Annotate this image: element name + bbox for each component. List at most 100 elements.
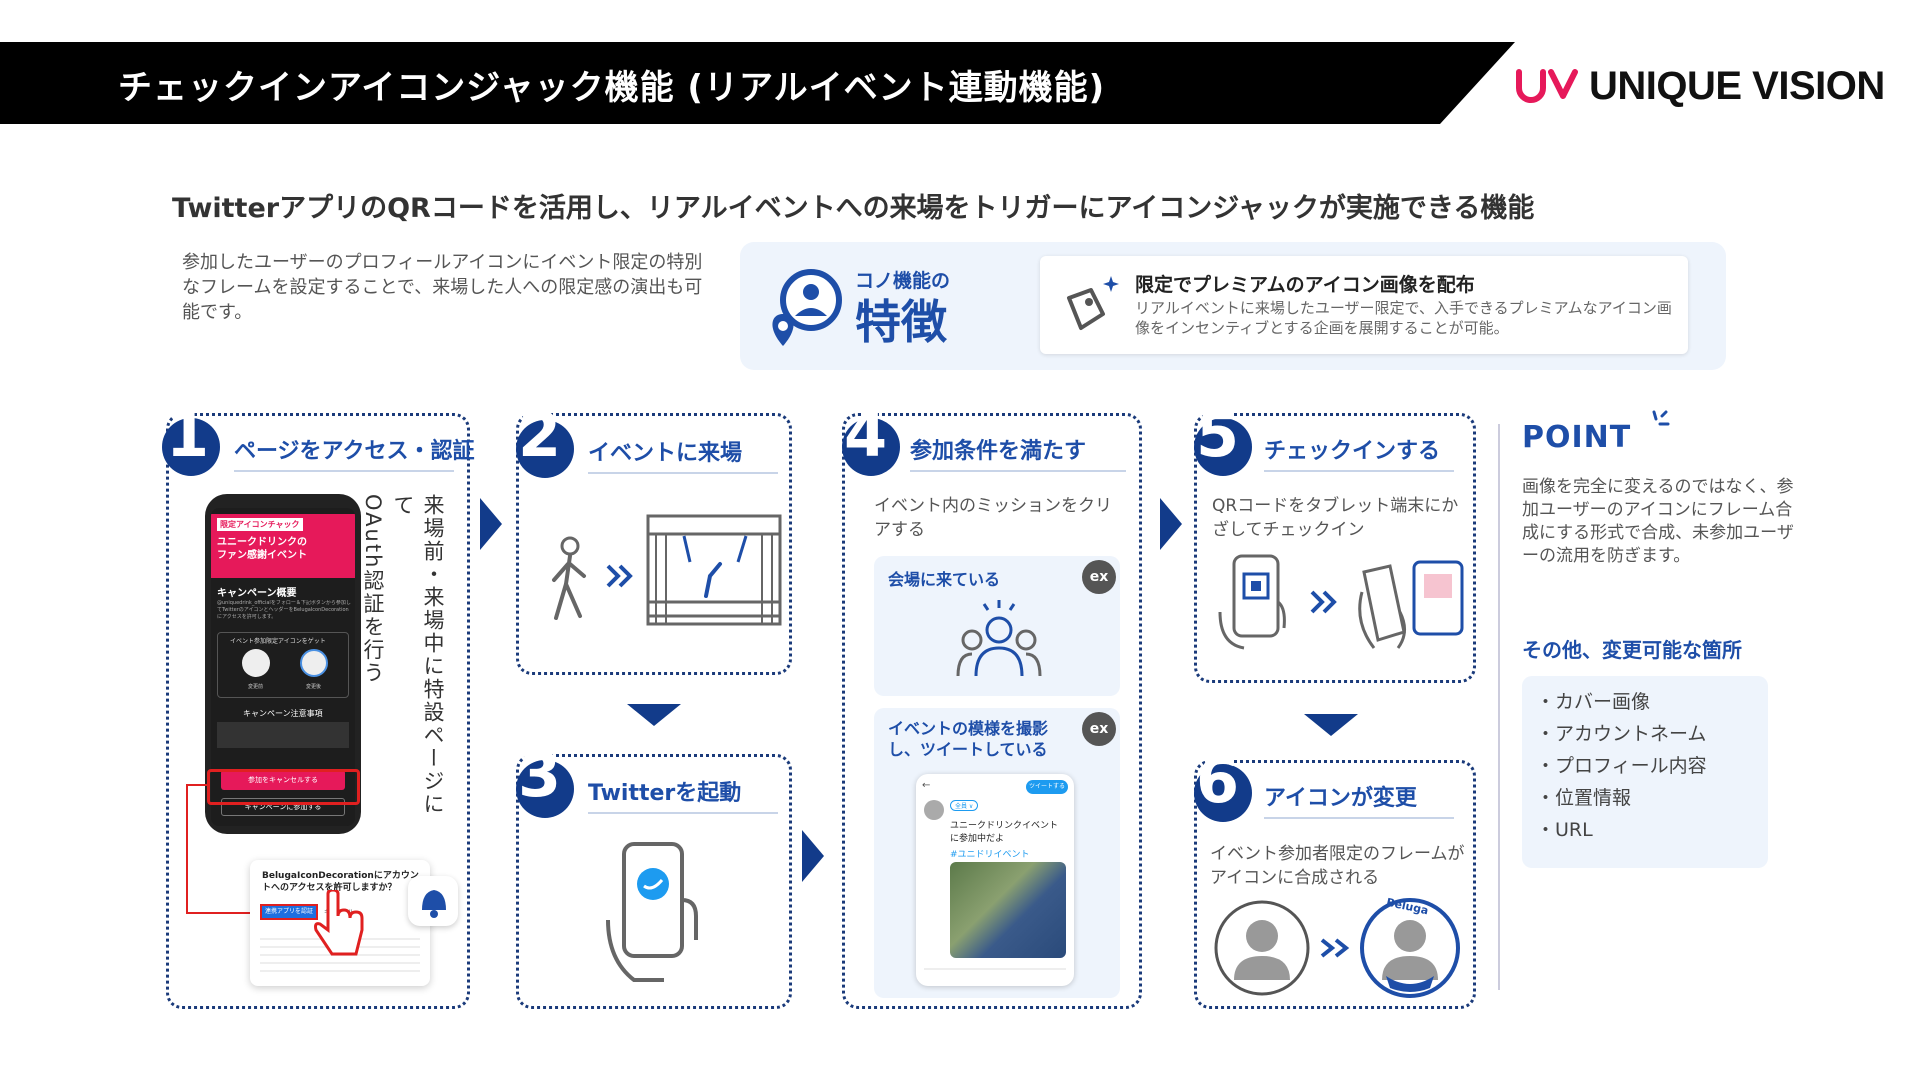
location-person-icon — [772, 269, 842, 346]
subtitle: TwitterアプリのQRコードを活用し、リアルイベントへの来場をトリガーにアイ… — [172, 193, 1535, 224]
phone-tag: 限定アイコンチャック — [217, 518, 303, 531]
mission1-label: 会場に来ている — [888, 570, 1001, 589]
others-item: ・URL — [1536, 819, 1593, 841]
step5-underline — [1264, 470, 1454, 472]
qr-checkin-icon — [1218, 554, 1464, 650]
oauth-dialog-title: BelugaIconDecorationにアカウントへのアクセスを許可しますか？ — [262, 871, 419, 893]
tag-sparkle-icon — [1067, 276, 1119, 330]
step5-title: チェックインする — [1264, 439, 1441, 464]
step5-circle — [1194, 418, 1252, 476]
ex-badge: ex — [1082, 712, 1116, 746]
phone-twitter-icon — [606, 842, 698, 982]
phone-icon-box: イベント参加限定アイコンをゲット 変更前 変更後 — [217, 632, 349, 698]
crowd-icon — [956, 600, 1042, 677]
phone-after-label: 変更後 — [306, 684, 322, 690]
event-venue-icon — [552, 514, 782, 626]
phone-cancel-button[interactable]: 参加をキャンセルする — [221, 770, 345, 790]
feature-card — [1040, 256, 1688, 354]
arrow-right-icon — [1160, 498, 1182, 550]
chevron-down-icon — [627, 704, 681, 726]
chevron-down-icon — [1304, 714, 1358, 736]
description: 参加したユーザーのプロフィールアイコンにイベント限定の特別なフレームを設定するこ… — [182, 252, 703, 323]
step5-text: QRコードをタブレット端末にかざしてチェックイン — [1212, 496, 1459, 540]
phone-box-title: イベント参加限定アイコンをゲット — [230, 638, 326, 645]
feature-label-big: 特徴 — [855, 295, 947, 349]
step6-card — [1194, 760, 1476, 1009]
phone-before-avatar — [242, 649, 270, 677]
step6-title: アイコンが変更 — [1264, 786, 1417, 811]
tweet-toolbar — [924, 968, 1066, 970]
step4-text: イベント内のミッションをクリアする — [874, 496, 1112, 540]
tweet-mockup: ← ツイートする 全員 ∨ ユニークドリンクイベント に参加中だよ #ユニドリイ… — [916, 774, 1074, 986]
phone-section: キャンペーン概要 — [217, 588, 297, 599]
step5-card — [1194, 413, 1476, 683]
app-icon — [408, 876, 458, 926]
feature-text: リアルイベントに来場したユーザー限定で、入手できるプレミアムなアイコン画像をイン… — [1135, 299, 1672, 337]
step6-text: イベント参加者限定のフレームがアイコンに合成される — [1210, 844, 1465, 888]
highlight-box-cancel — [207, 769, 360, 805]
feature-title: 限定でプレミアムのアイコン画像を配布 — [1135, 274, 1475, 296]
tweet-hashtag: #ユニドリイベント — [950, 850, 1030, 860]
phone-banner: 限定アイコンチャック ユニークドリンクのファン感謝イベント — [211, 514, 355, 578]
step4-number: 4 — [844, 398, 888, 471]
double-chevron-icon — [1320, 938, 1350, 958]
others-list: ・カバー画像 ・アカウントネーム ・プロフィール内容 ・位置情報 ・URL — [1522, 676, 1768, 868]
divider — [1498, 424, 1500, 990]
others-item: ・プロフィール内容 — [1536, 755, 1707, 777]
logo: UNIQUE VISION — [1515, 62, 1885, 110]
step2-title: イベントに来場 — [588, 441, 743, 466]
step6-underline — [1264, 817, 1454, 819]
phone-join-button[interactable]: キャンペーンに参加する — [221, 798, 345, 816]
connector-line — [186, 784, 188, 914]
tweet-audience[interactable]: 全員 ∨ — [950, 800, 979, 811]
page-title: チェックインアイコンジャック機能 (リアルイベント連動機能) — [118, 68, 1106, 108]
others-title: その他、変更可能な箇所 — [1522, 638, 1742, 662]
phone-before-label: 変更前 — [248, 684, 264, 690]
phone-notice-body — [217, 722, 349, 748]
step2-card — [516, 413, 792, 675]
pointer-hand-icon — [314, 890, 364, 956]
phone-screen: 限定アイコンチャック ユニークドリンクのファン感謝イベント キャンペーン概要 @… — [211, 508, 355, 826]
framed-avatar-icon — [1360, 898, 1460, 998]
connector-line — [186, 912, 258, 914]
step4-title: 参加条件を満たす — [910, 439, 1087, 464]
step2-underline — [588, 472, 778, 474]
step4-card — [842, 413, 1142, 1009]
beluga-bell-icon — [422, 890, 446, 918]
step5-number: 5 — [1196, 398, 1240, 471]
phone-body: @uniquedrink_officialをフォロー＆下記ボタンから参加してTw… — [217, 600, 351, 620]
arrow-right-icon — [480, 498, 502, 550]
point-text: 画像を完全に変えるのではなく、参加ユーザーのアイコンにフレーム合成にする形式で合… — [1522, 477, 1794, 566]
mission2-label: イベントの模様を撮影し、ツイートしている — [888, 719, 1049, 759]
ex-badge: ex — [1082, 560, 1116, 594]
step6-circle — [1194, 764, 1252, 822]
step1-title: ページをアクセス・認証 — [234, 439, 475, 464]
step3-circle — [516, 760, 574, 818]
tweet-photo — [950, 862, 1066, 958]
arrow-right-icon — [802, 830, 824, 882]
others-item: ・位置情報 — [1536, 787, 1632, 809]
back-arrow-icon[interactable]: ← — [922, 780, 931, 791]
step4-underline — [910, 470, 1126, 472]
tweet-button[interactable]: ツイートする — [1026, 780, 1068, 794]
connector-line — [186, 784, 208, 786]
phone-headline: ユニークドリンクのファン感謝イベント — [217, 537, 307, 561]
step1-card — [166, 413, 470, 1009]
others-item: ・アカウントネーム — [1536, 723, 1707, 745]
tweet-body: ユニークドリンクイベント に参加中だよ — [950, 821, 1059, 844]
point-label: POINT — [1522, 420, 1632, 455]
step4-circle — [842, 418, 900, 476]
phone-after-avatar — [300, 649, 328, 677]
step1-underline — [234, 470, 454, 472]
title-bar — [0, 42, 1515, 124]
step1-vtext2: OAuth認証を行う — [361, 494, 385, 685]
step3-card — [516, 754, 792, 1009]
step1-vtext1: 来場前・来場中に特設ページにて — [391, 494, 445, 816]
default-avatar-icon — [1214, 900, 1310, 996]
step2-circle — [516, 420, 574, 478]
step1-circle — [162, 418, 220, 476]
step6-number: 6 — [1196, 744, 1240, 817]
oauth-allow-button[interactable]: 連携アプリを認証 — [260, 904, 318, 920]
sparkle-icon — [1652, 410, 1670, 426]
step3-underline — [588, 812, 778, 814]
